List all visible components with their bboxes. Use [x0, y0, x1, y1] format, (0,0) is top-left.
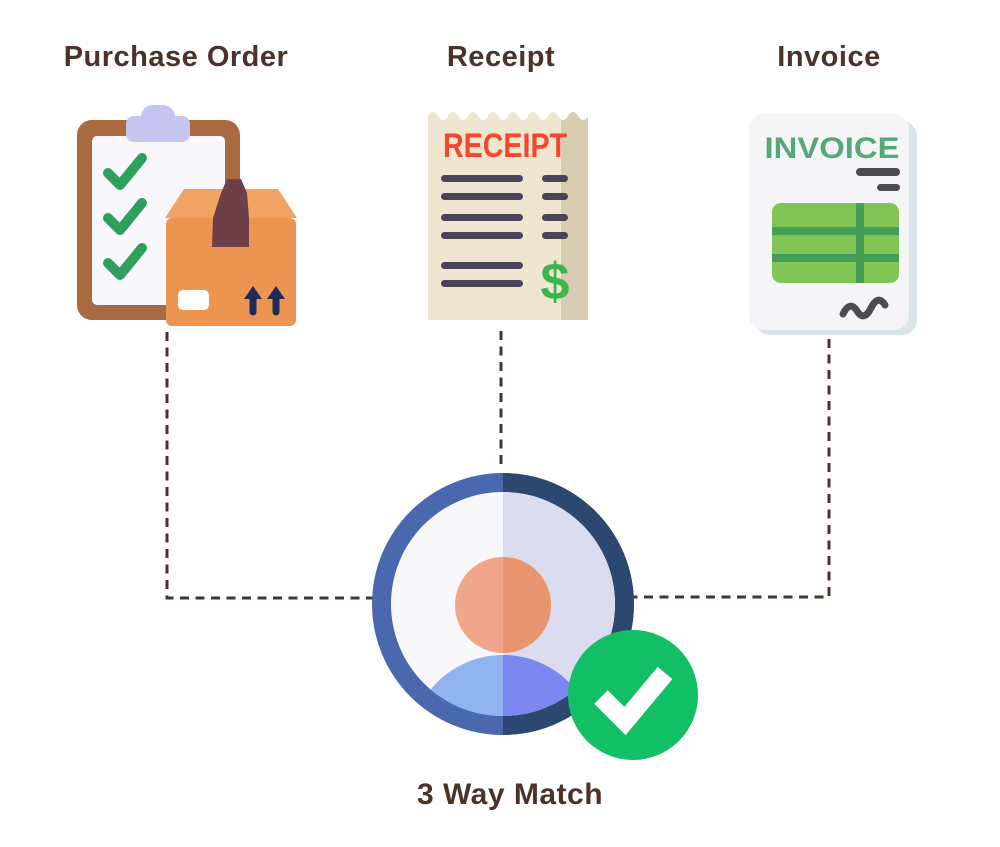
invoice-label: Invoice: [777, 41, 881, 73]
receipt-icon: RECEIPT $: [428, 112, 588, 320]
badge-checkmark: [594, 666, 673, 736]
box-arrows: [244, 286, 285, 316]
receipt-title-text: RECEIPT: [443, 127, 567, 165]
dollar-sign: $: [541, 253, 570, 311]
connector-purchase-order: [165, 332, 378, 600]
invoice-title-text: INVOICE: [765, 132, 900, 165]
receipt-text-lines: [441, 175, 568, 287]
signature-squiggle-icon: [839, 296, 889, 320]
match-label: 3 Way Match: [416, 778, 604, 811]
receipt-label: Receipt: [446, 41, 556, 73]
connector-lines: [165, 331, 831, 600]
purchase-order-label: Purchase Order: [63, 41, 289, 73]
person-avatar-icon: [372, 473, 634, 735]
approved-check-badge-icon: [568, 630, 698, 760]
avatar-shoulders: [410, 655, 596, 716]
box-tape: [212, 179, 249, 247]
invoice-table: [772, 203, 899, 283]
package-box-icon: [165, 179, 297, 326]
checklist-checkmarks: [103, 153, 147, 280]
box-label: [178, 290, 209, 310]
connector-invoice: [632, 339, 831, 599]
invoice-icon: INVOICE: [749, 114, 917, 335]
invoice-header-lines: [856, 168, 900, 191]
